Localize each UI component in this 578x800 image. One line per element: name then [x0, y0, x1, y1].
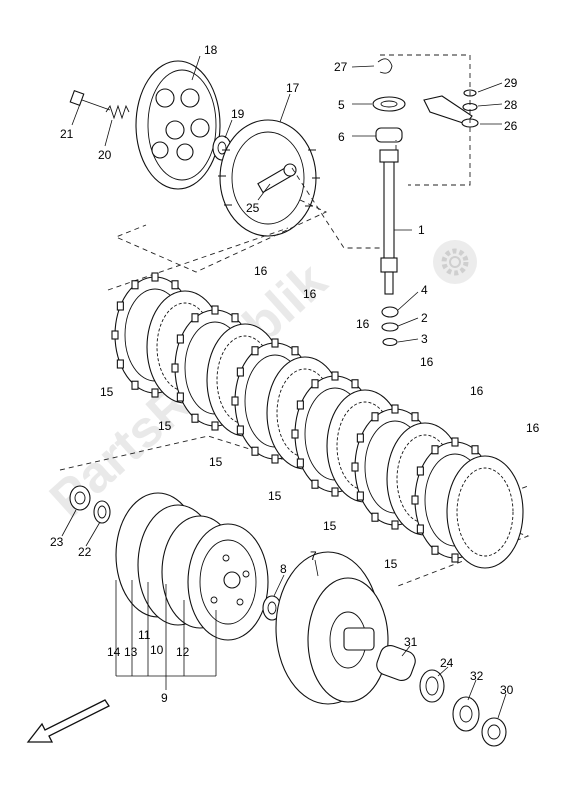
plate-stack	[111, 272, 524, 569]
bolt	[69, 89, 111, 111]
washer-3	[382, 337, 398, 347]
oil-seal	[372, 96, 406, 112]
push-rod-short	[257, 163, 297, 194]
callout-8: 8	[280, 562, 287, 576]
callout-23: 23	[50, 535, 64, 549]
steel-plate	[446, 455, 524, 569]
needle-bearing-large	[419, 669, 445, 703]
callout-17: 17	[286, 81, 300, 95]
ball	[381, 306, 399, 318]
callout-16f: 16	[526, 421, 540, 435]
callout-22: 22	[78, 545, 92, 559]
push-lever-shaft	[379, 149, 399, 295]
clutch-housing	[275, 551, 389, 705]
callout-7: 7	[310, 549, 317, 563]
callout-16b: 16	[303, 287, 317, 301]
callout-10: 10	[150, 643, 164, 657]
callout-28: 28	[504, 98, 518, 112]
callout-13: 13	[124, 645, 138, 659]
callout-32: 32	[470, 669, 484, 683]
callout-16e: 16	[470, 384, 484, 398]
callout-3: 3	[421, 332, 428, 346]
callout-15d: 15	[268, 489, 282, 503]
spacer	[376, 645, 416, 681]
callout-16d: 16	[420, 355, 434, 369]
lock-nut	[69, 485, 91, 511]
callout-24: 24	[440, 656, 454, 670]
clip	[377, 58, 393, 74]
front-arrow-icon	[26, 699, 110, 743]
callout-9: 9	[161, 691, 168, 705]
callout-31: 31	[404, 635, 418, 649]
pressure-plate	[135, 60, 221, 190]
callout-12: 12	[176, 645, 190, 659]
callout-25: 25	[246, 201, 260, 215]
callout-15f: 15	[384, 557, 398, 571]
callout-27: 27	[334, 60, 348, 74]
callout-14: 14	[107, 645, 121, 659]
callout-6: 6	[338, 130, 345, 144]
callout-20: 20	[98, 148, 112, 162]
callout-30: 30	[500, 683, 514, 697]
lock-washer	[93, 500, 111, 524]
leader-lines	[61, 55, 507, 719]
callout-29: 29	[504, 76, 518, 90]
callout-1: 1	[418, 223, 425, 237]
callout-11: 11	[138, 628, 151, 642]
callouts: 1 2 3 4 5 6 7 8 9 10 11 12 13 14 15 15 1…	[50, 43, 540, 705]
needle-bearing	[375, 127, 403, 143]
callout-5: 5	[338, 98, 345, 112]
spring	[105, 104, 130, 120]
gear-icon	[433, 240, 477, 284]
gear	[452, 696, 480, 732]
callout-4: 4	[421, 283, 428, 297]
callout-26: 26	[504, 119, 518, 133]
callout-16a: 16	[254, 264, 268, 278]
callout-15e: 15	[323, 519, 337, 533]
callout-15a: 15	[100, 385, 114, 399]
clutch-boss	[115, 492, 269, 641]
callout-21: 21	[60, 127, 74, 141]
washer-2	[381, 322, 399, 332]
callout-18: 18	[204, 43, 218, 57]
washer-large	[481, 717, 507, 747]
callout-15c: 15	[209, 455, 223, 469]
callout-2: 2	[421, 311, 428, 325]
callout-15b: 15	[158, 419, 172, 433]
callout-16c: 16	[356, 317, 370, 331]
callout-19: 19	[231, 107, 245, 121]
